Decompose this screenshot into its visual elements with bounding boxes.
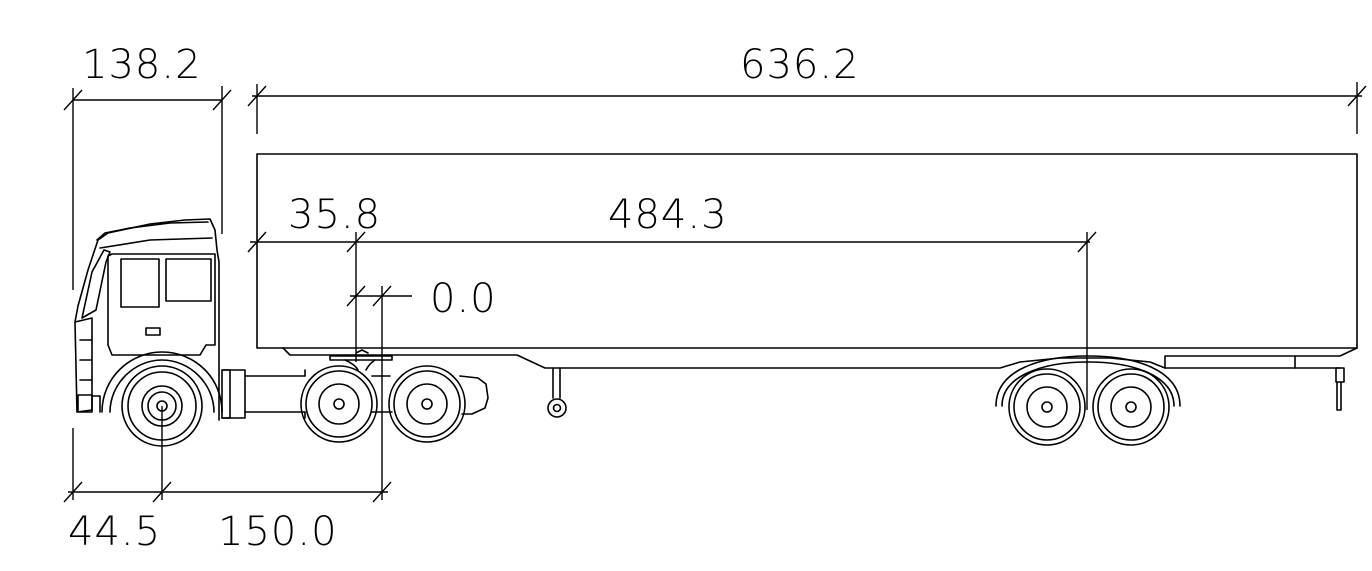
cab-body — [74, 218, 220, 421]
trailer-wheel-front — [1008, 368, 1086, 446]
windshield — [81, 249, 111, 319]
cab-door — [107, 253, 216, 356]
landing-gear — [547, 367, 567, 418]
dim-label-wheelbase: 150.0 — [218, 509, 338, 555]
dim-label-fifth-wheel-offset: 0.0 — [430, 276, 497, 322]
dim-label-kingpin-setback: 35.8 — [288, 192, 381, 238]
door-handle — [145, 327, 161, 336]
cab-window-rear — [165, 258, 212, 302]
dimension-lines — [63, 82, 1367, 503]
dim-label-kingpin-to-axle: 484.3 — [608, 192, 728, 238]
fifth-wheel — [329, 355, 393, 361]
trailer-box — [256, 153, 1358, 349]
dim-label-front-overhang: 44.5 — [68, 509, 161, 555]
front-wheel-arch — [101, 351, 223, 413]
dim-label-cab-length: 138.2 — [82, 42, 202, 88]
tractor — [74, 218, 489, 447]
drive-wheel-front — [300, 365, 378, 443]
tractor-chassis — [221, 369, 246, 419]
trailer-fender — [995, 355, 1181, 407]
trailer — [256, 153, 1358, 446]
dim-label-trailer-length: 636.2 — [740, 42, 860, 88]
trailer-rear-light — [1335, 367, 1345, 383]
cab-window-front — [120, 258, 160, 308]
trailer-wheel-rear — [1092, 368, 1170, 446]
drive-wheel-rear — [388, 365, 466, 443]
trailer-underframe — [282, 347, 1358, 369]
